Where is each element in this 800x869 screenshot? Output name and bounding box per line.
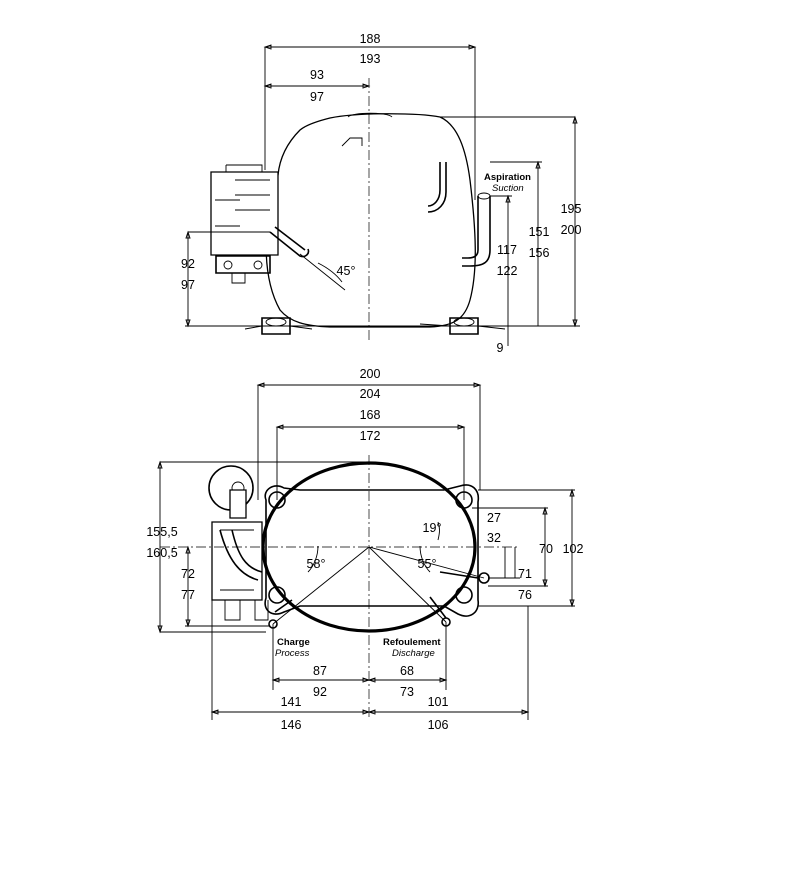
dim-200: 200 [561, 223, 582, 237]
compressor-shell [265, 113, 476, 328]
dim-92: 92 [181, 257, 195, 271]
terminal-box [210, 164, 279, 284]
dim-122: 122 [497, 264, 518, 278]
angle-58: 58° [307, 557, 326, 571]
dim-97-box: 97 [181, 278, 195, 292]
dim-160-5: 160,5 [146, 546, 177, 560]
suction-label-fr: Aspiration [484, 172, 531, 183]
terminal-box-plan [208, 465, 269, 621]
dim-141: 141 [281, 695, 302, 709]
dim-195: 195 [561, 202, 582, 216]
dim-146: 146 [281, 718, 302, 732]
process-label-en: Process [275, 648, 310, 659]
dim-204: 204 [360, 387, 381, 401]
dim-172: 172 [360, 429, 381, 443]
dim-73: 73 [400, 685, 414, 699]
dim-101: 101 [428, 695, 449, 709]
dim-32: 32 [487, 531, 501, 545]
dim-70: 70 [539, 542, 553, 556]
angle-55: 55° [418, 557, 437, 571]
dim-200-plan: 200 [360, 367, 381, 381]
dim-106: 106 [428, 718, 449, 732]
angle-19: 19° [423, 521, 442, 535]
dim-102: 102 [563, 542, 584, 556]
dim-155-5: 155,5 [146, 525, 177, 539]
dim-97: 97 [310, 90, 324, 104]
top-view: 188 193 93 97 195 200 151 156 117 122 9 … [181, 32, 581, 355]
dim-87: 87 [313, 664, 327, 678]
dim-71: 71 [518, 567, 532, 581]
dim-151: 151 [529, 225, 550, 239]
dim-168: 168 [360, 408, 381, 422]
dim-77: 77 [181, 588, 195, 602]
dim-27: 27 [487, 511, 501, 525]
dim-72: 72 [181, 567, 195, 581]
dim-156: 156 [529, 246, 550, 260]
base-plate [264, 484, 480, 617]
dim-92-plan: 92 [313, 685, 327, 699]
mount-hole-br [455, 586, 473, 604]
discharge-label-fr: Refoulement [383, 637, 441, 648]
dim-93: 93 [310, 68, 324, 82]
dim-193: 193 [360, 52, 381, 66]
bottom-view: 200 204 168 172 155,5 160,5 72 77 27 32 … [146, 367, 583, 732]
dim-188: 188 [360, 32, 381, 46]
mount-hole-bl [268, 586, 286, 604]
dim-76: 76 [518, 588, 532, 602]
dim-117: 117 [497, 243, 517, 257]
dim-9: 9 [497, 341, 504, 355]
dim-68: 68 [400, 664, 414, 678]
process-label-fr: Charge [277, 637, 310, 648]
suction-label-en: Suction [492, 183, 524, 194]
discharge-label-en: Discharge [392, 648, 435, 659]
angle-45: 45° [337, 264, 356, 278]
